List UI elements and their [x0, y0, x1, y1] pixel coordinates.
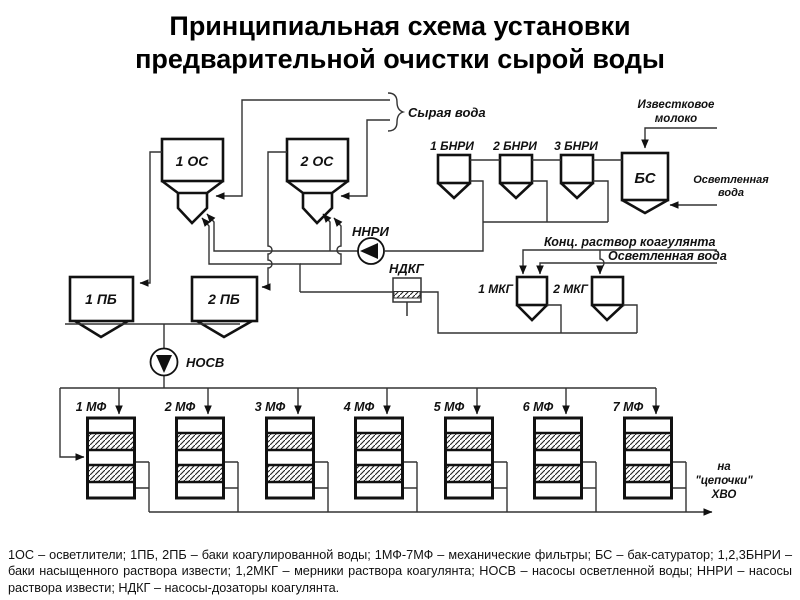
bnri-collector — [385, 180, 609, 252]
filter-mf-5-label: 5 МФ — [434, 400, 465, 414]
lime-milk-line: Известковое молоко — [638, 99, 717, 149]
pump-nnri-label: ННРИ — [352, 224, 389, 239]
clarified-water-bs-line: Осветленная вода — [669, 174, 769, 209]
tank-1-mkg: 1 МКГ — [478, 275, 549, 322]
dosing-pump-ndkg: НДКГ — [389, 261, 425, 316]
coagulant-line-label: Конц. раствор коагулянта — [544, 235, 716, 249]
page-title: Принципиальная схема установки предварит… — [0, 10, 800, 76]
filter-mf-2-label: 2 МФ — [164, 400, 196, 414]
clarifier-2-label: 2 ОС — [300, 153, 335, 169]
filter-mf-7-label: 7 МФ — [613, 400, 644, 414]
lime-milk-label-2: молоко — [655, 113, 697, 125]
mechanical-filters: 1 МФ 2 МФ 3 МФ 4 МФ 5 МФ 6 МФ 7 МФ — [76, 388, 687, 512]
coagulant-feed-1os — [201, 217, 301, 292]
filter-mf-1: 1 МФ — [76, 388, 150, 512]
lime-feed-2os — [322, 213, 332, 251]
to-hvo-line-3: ХВО — [711, 489, 737, 501]
legend-text: 1ОС – осветлители; 1ПБ, 2ПБ – баки коагу… — [8, 547, 792, 595]
mkg-collector — [300, 291, 638, 334]
clarified-water-bs-label-2: вода — [718, 187, 744, 199]
tank-1-mkg-label: 1 МКГ — [478, 282, 513, 296]
tank-2-mkg: 2 МКГ — [552, 275, 625, 322]
tank-2-mkg-label: 2 МКГ — [552, 282, 588, 296]
tank-2-bnri-label: 2 БНРИ — [492, 139, 537, 153]
saturator-bs-label: БС — [634, 170, 656, 187]
filter-mf-6-label: 6 МФ — [523, 400, 554, 414]
to-hvo-line-2: "цепочки" — [695, 475, 753, 487]
clarifier-1-label: 1 ОС — [176, 153, 210, 169]
title-line-1: Принципиальная схема установки — [169, 11, 631, 41]
overflow-1os-1pb — [139, 151, 162, 287]
clarifier-1-os: 1 ОС — [160, 137, 225, 225]
filter-backwash-line — [59, 388, 85, 461]
lime-feed-1os — [206, 213, 358, 252]
filter-mf-7: 7 МФ — [613, 388, 687, 512]
overflow-2os-2pb — [261, 151, 287, 291]
clarifier-2-os: 2 ОС — [285, 137, 350, 225]
saturator-bs: БС — [620, 151, 670, 215]
pump-nosv: НОСВ — [149, 347, 224, 377]
filter-mf-4: 4 МФ — [343, 388, 418, 512]
pb-collector — [65, 323, 240, 388]
tank-1-pb-label: 1 ПБ — [85, 291, 117, 307]
process-diagram: 1 ОС 2 ОС 1 ПБ 2 ПБ 1 БНРИ — [59, 92, 769, 516]
dosing-pump-ndkg-label: НДКГ — [389, 261, 425, 276]
filter-mf-5: 5 МФ — [434, 388, 508, 512]
tank-1-bnri-label: 1 БНРИ — [430, 139, 474, 153]
raw-water-brace — [387, 92, 406, 132]
pump-nosv-label: НОСВ — [186, 355, 224, 370]
tank-2-pb-label: 2 ПБ — [207, 291, 240, 307]
filter-mf-3: 3 МФ — [255, 388, 329, 512]
lime-milk-label-1: Известковое — [638, 99, 715, 111]
to-hvo-line-1: на — [717, 461, 731, 473]
pump-nnri: ННРИ — [352, 224, 389, 265]
filter-mf-2: 2 МФ — [164, 388, 239, 512]
tank-2-pb: 2 ПБ — [190, 275, 259, 339]
tank-3-bnri-label: 3 БНРИ — [554, 139, 598, 153]
title-line-2: предварительной очистки сырой воды — [135, 44, 665, 74]
raw-water-label: Сырая вода — [408, 105, 486, 120]
tank-3-bnri: 3 БНРИ — [554, 139, 598, 200]
clarified-water-bs-label-1: Осветленная — [693, 174, 769, 186]
tank-2-bnri: 2 БНРИ — [492, 139, 537, 200]
filter-mf-3-label: 3 МФ — [255, 400, 286, 414]
filter-mf-1-label: 1 МФ — [76, 400, 107, 414]
raw-water-lines: Сырая вода — [215, 92, 486, 200]
filter-mf-4-label: 4 МФ — [343, 400, 375, 414]
mkg-feed-lines: Конц. раствор коагулянта Осветленная вод… — [519, 235, 727, 275]
tank-1-pb: 1 ПБ — [68, 275, 135, 339]
filter-mf-6: 6 МФ — [523, 388, 597, 512]
clarified-water-mkg-label: Осветленная вода — [608, 249, 727, 263]
tank-1-bnri: 1 БНРИ — [430, 139, 474, 200]
coagulant-feed-2os — [300, 217, 343, 265]
to-hvo-label: на "цепочки" ХВО — [695, 461, 753, 501]
